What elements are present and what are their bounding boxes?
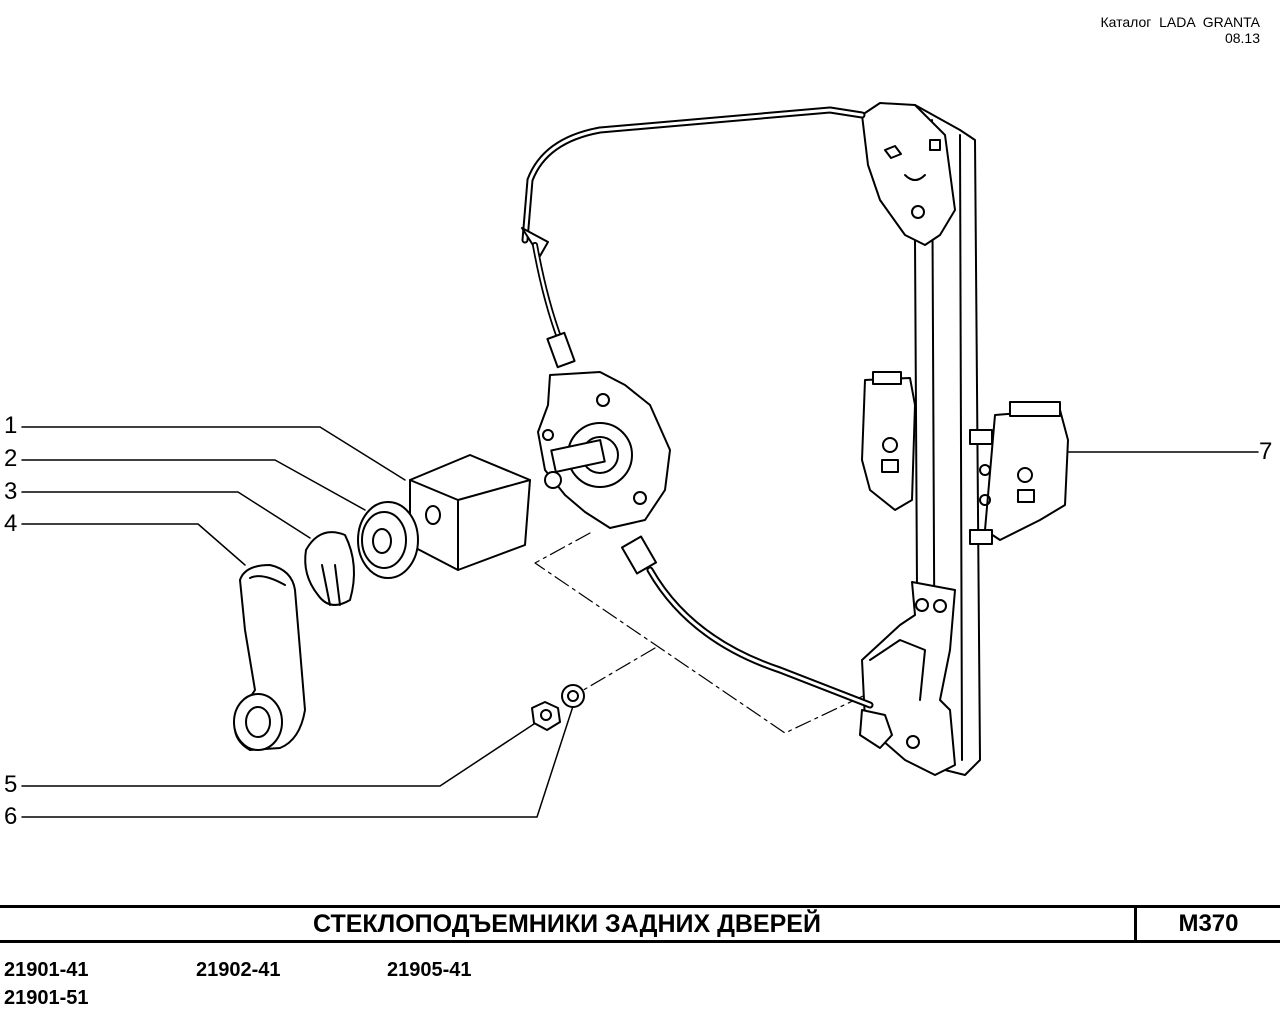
catalog-header: Каталог LADA GRANTA 08.13 [1100, 14, 1260, 46]
callout-4: 4 [4, 510, 18, 537]
guide-rail [861, 102, 1069, 776]
drawing-code: M370 [1178, 910, 1239, 937]
assembly-axis-lines [534, 532, 881, 734]
callout-6: 6 [4, 803, 18, 830]
title-block: СТЕКЛОПОДЪЕМНИКИ ЗАДНИХ ДВЕРЕЙ M370 [0, 905, 1280, 943]
model-code: 21905-41 [387, 959, 472, 981]
model-code: 21901-51 [4, 987, 89, 1009]
regulator-mechanism [537, 371, 671, 529]
callout-2: 2 [4, 445, 18, 472]
part-2-ring [357, 501, 419, 579]
part-3-plate [304, 531, 355, 606]
model-code: 21902-41 [196, 959, 281, 981]
part-6-washer [561, 684, 585, 708]
callout-5: 5 [4, 771, 18, 798]
window-regulator-drawing [21, 102, 1259, 818]
catalog-name: Каталог LADA GRANTA [1100, 14, 1260, 30]
model-code: 21901-41 [4, 959, 89, 981]
callout-1: 1 [4, 412, 18, 439]
part-5-nut [531, 701, 561, 731]
catalog-date: 08.13 [1224, 30, 1260, 46]
callout-7: 7 [1259, 438, 1273, 465]
drive-cables [521, 106, 893, 749]
leader-lines [21, 426, 1259, 818]
drawing-title: СТЕКЛОПОДЪЕМНИКИ ЗАДНИХ ДВЕРЕЙ [313, 910, 821, 938]
title-separator [1134, 908, 1137, 940]
part-1-spacer-block [409, 454, 531, 571]
callout-3: 3 [4, 478, 18, 505]
part-4-handle [233, 564, 306, 751]
